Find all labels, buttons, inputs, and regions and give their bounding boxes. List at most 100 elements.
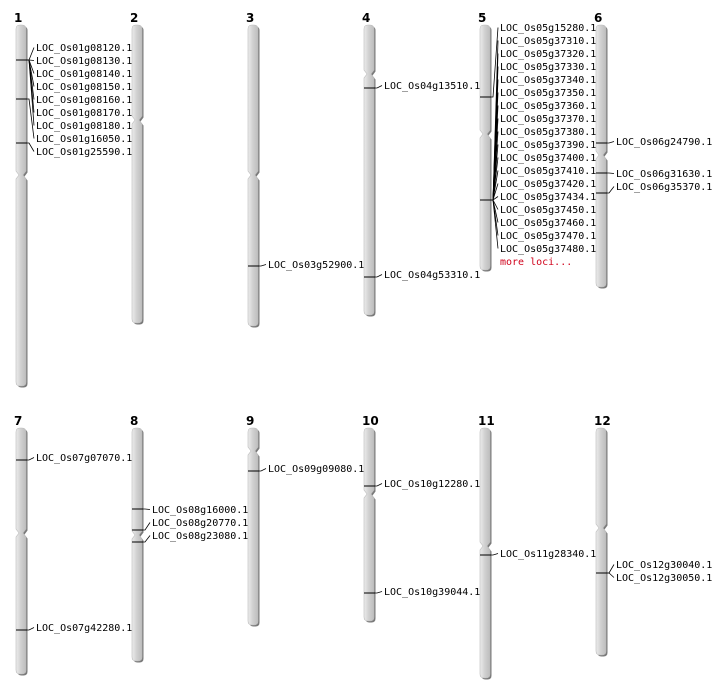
chromosome-body[interactable]: [131, 427, 143, 662]
locus-connector: [27, 59, 35, 126]
locus-label[interactable]: LOC_Os05g37410.1: [500, 166, 596, 177]
locus-label[interactable]: LOC_Os05g37320.1: [500, 49, 596, 60]
locus-label[interactable]: LOC_Os05g15280.1: [500, 23, 596, 34]
locus-label[interactable]: LOC_Os07g07070.1: [36, 453, 132, 464]
locus-connector: [143, 535, 151, 543]
chromosome-body[interactable]: [363, 427, 375, 622]
chromosome-label: 10: [362, 414, 379, 428]
locus-label[interactable]: LOC_Os04g13510.1: [384, 81, 480, 92]
locus-connector: [607, 564, 615, 574]
locus-connector: [375, 274, 383, 278]
chromosome-body[interactable]: [479, 24, 491, 271]
locus-label[interactable]: LOC_Os01g16050.1: [36, 134, 132, 145]
locus-label[interactable]: LOC_Os05g37420.1: [500, 179, 596, 190]
chromosome-1: 1LOC_Os01g08120.1LOC_Os01g08130.1LOC_Os0…: [14, 11, 132, 388]
locus-connector: [607, 186, 615, 194]
locus-label[interactable]: LOC_Os09g09080.1: [268, 464, 364, 475]
chromosome-body[interactable]: [595, 24, 607, 288]
chromosome-label: 6: [594, 11, 602, 25]
locus-label[interactable]: LOC_Os05g37370.1: [500, 114, 596, 125]
locus-label[interactable]: LOC_Os01g08160.1: [36, 95, 132, 106]
locus-label[interactable]: LOC_Os05g37330.1: [500, 62, 596, 73]
locus-label[interactable]: LOC_Os05g37450.1: [500, 205, 596, 216]
locus-label[interactable]: LOC_Os01g08150.1: [36, 82, 132, 93]
chromosome-label: 2: [130, 11, 138, 25]
chromosome-label: 3: [246, 11, 254, 25]
locus-connector: [27, 457, 35, 461]
locus-label[interactable]: LOC_Os05g37470.1: [500, 231, 596, 242]
locus-label[interactable]: LOC_Os01g08130.1: [36, 56, 132, 67]
locus-connector: [143, 508, 151, 510]
locus-label[interactable]: LOC_Os06g24790.1: [616, 137, 712, 148]
locus-label[interactable]: LOC_Os05g37310.1: [500, 36, 596, 47]
chromosome-label: 12: [594, 414, 611, 428]
chromosome-body[interactable]: [479, 427, 491, 679]
locus-label[interactable]: LOC_Os05g37340.1: [500, 75, 596, 86]
chromosome-body[interactable]: [131, 24, 143, 324]
locus-connector: [375, 483, 383, 487]
locus-label[interactable]: LOC_Os05g37380.1: [500, 127, 596, 138]
chromosome-body[interactable]: [363, 24, 375, 316]
chromosome-label: 4: [362, 11, 370, 25]
locus-connector: [607, 172, 615, 174]
locus-label[interactable]: LOC_Os05g37480.1: [500, 244, 596, 255]
locus-label[interactable]: LOC_Os05g37434.1: [500, 192, 596, 203]
locus-label[interactable]: LOC_Os05g37350.1: [500, 88, 596, 99]
locus-label[interactable]: LOC_Os08g20770.1: [152, 518, 248, 529]
chromosome-label: 5: [478, 11, 486, 25]
locus-connector: [27, 47, 35, 61]
locus-connector: [27, 627, 35, 631]
locus-label[interactable]: LOC_Os12g30040.1: [616, 560, 712, 571]
locus-label[interactable]: LOC_Os11g28340.1: [500, 549, 596, 560]
more-loci-link[interactable]: more loci...: [500, 257, 572, 268]
chromosome-6: 6LOC_Os06g24790.1LOC_Os06g31630.1LOC_Os0…: [594, 11, 712, 289]
chromosome-label: 11: [478, 414, 495, 428]
locus-label[interactable]: LOC_Os03g52900.1: [268, 260, 364, 271]
locus-label[interactable]: LOC_Os01g25590.1: [36, 147, 132, 158]
locus-label[interactable]: LOC_Os10g12280.1: [384, 479, 480, 490]
locus-label[interactable]: LOC_Os05g37460.1: [500, 218, 596, 229]
chromosome-5: 5LOC_Os05g15280.1LOC_Os05g37310.1LOC_Os0…: [478, 11, 596, 272]
locus-label[interactable]: LOC_Os07g42280.1: [36, 623, 132, 634]
locus-label[interactable]: LOC_Os01g08120.1: [36, 43, 132, 54]
locus-label[interactable]: LOC_Os08g16000.1: [152, 505, 248, 516]
chromosome-label: 9: [246, 414, 254, 428]
locus-label[interactable]: LOC_Os05g37400.1: [500, 153, 596, 164]
chromosome-body[interactable]: [15, 427, 27, 675]
locus-connector: [491, 27, 499, 98]
locus-label[interactable]: LOC_Os01g08180.1: [36, 121, 132, 132]
locus-label[interactable]: LOC_Os10g39044.1: [384, 587, 480, 598]
locus-connector: [607, 141, 615, 144]
locus-connector: [375, 591, 383, 594]
chromosome-label: 1: [14, 11, 22, 25]
locus-label[interactable]: LOC_Os05g37360.1: [500, 101, 596, 112]
locus-connector: [491, 196, 499, 201]
chromosome-label: 8: [130, 414, 138, 428]
chromosome-label: 7: [14, 414, 22, 428]
locus-label[interactable]: LOC_Os05g37390.1: [500, 140, 596, 151]
chromosome-body[interactable]: [247, 427, 259, 626]
locus-label[interactable]: LOC_Os01g08140.1: [36, 69, 132, 80]
chromosome-body[interactable]: [247, 24, 259, 327]
locus-label[interactable]: LOC_Os06g31630.1: [616, 169, 712, 180]
locus-label[interactable]: LOC_Os06g35370.1: [616, 182, 712, 193]
chromosome-body[interactable]: [15, 24, 27, 387]
locus-label[interactable]: LOC_Os08g23080.1: [152, 531, 248, 542]
chromosome-2: 2: [130, 11, 144, 325]
locus-label[interactable]: LOC_Os01g08170.1: [36, 108, 132, 119]
locus-connector: [375, 85, 383, 89]
chromosome-8: 8LOC_Os08g16000.1LOC_Os08g20770.1LOC_Os0…: [130, 414, 248, 663]
locus-label[interactable]: LOC_Os04g53310.1: [384, 270, 480, 281]
locus-connector: [607, 572, 615, 578]
chromosome-body[interactable]: [595, 427, 607, 656]
locus-label[interactable]: LOC_Os12g30050.1: [616, 573, 712, 584]
locus-connector: [491, 553, 499, 556]
